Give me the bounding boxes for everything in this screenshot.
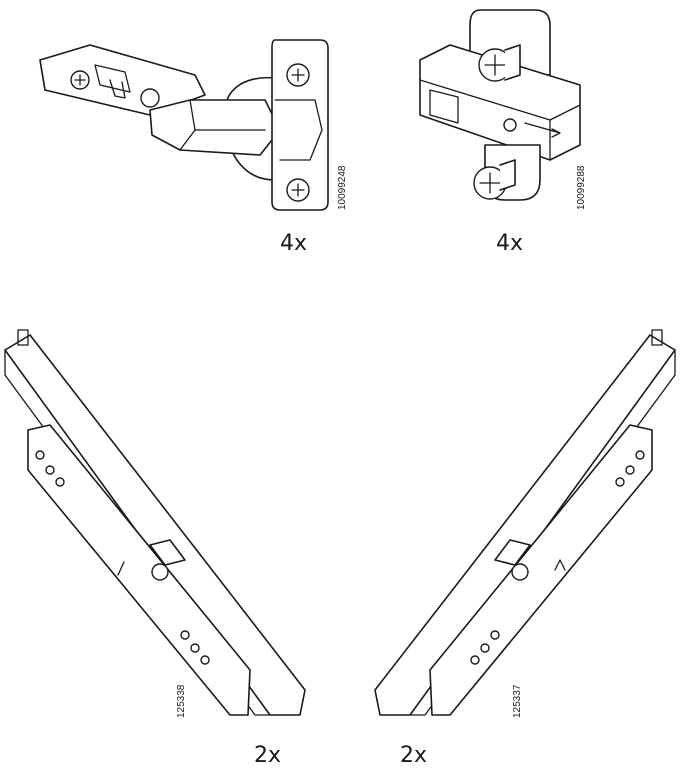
hinge-article-number: 10099248 [337, 165, 348, 211]
hinge-part [30, 30, 340, 270]
drawer-runner-left-part [0, 320, 320, 730]
drawer-runner-right-quantity: 2x [400, 743, 428, 768]
drawer-runner-left-article-number: 125338 [176, 684, 187, 718]
mounting-plate-quantity: 4x [496, 231, 524, 256]
mounting-plate-part [410, 5, 590, 215]
drawer-runner-right-part [360, 320, 680, 730]
drawer-runner-right-article-number: 125337 [512, 684, 523, 718]
mounting-plate-article-number: 10099288 [576, 165, 587, 211]
drawer-runner-left-quantity: 2x [254, 743, 282, 768]
hinge-quantity: 4x [280, 231, 308, 256]
hinge-icon [39, 39, 329, 211]
drawer-runner-right-icon [374, 329, 676, 716]
drawer-runner-left-icon [4, 329, 306, 716]
mounting-plate-icon [419, 9, 581, 201]
